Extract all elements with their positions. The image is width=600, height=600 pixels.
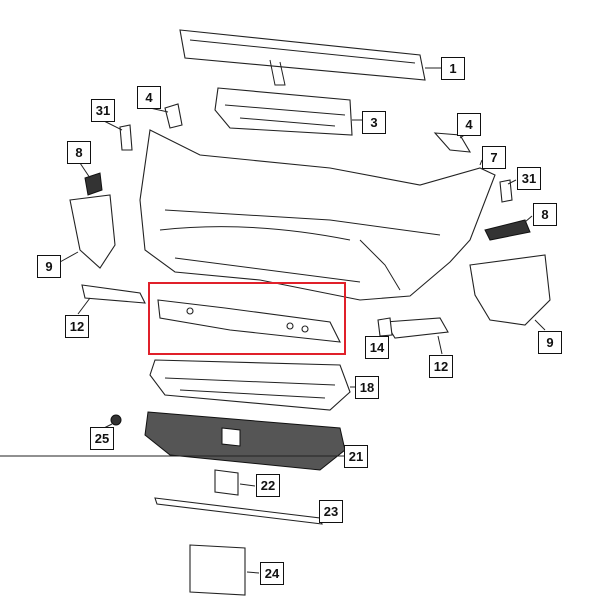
part-12-molding-left: [81, 284, 146, 304]
part-23-strip: [154, 497, 323, 525]
callout-9: 9: [538, 331, 562, 354]
part-8-grille-left: [84, 172, 103, 196]
callout-31: 31: [91, 99, 115, 122]
callout-21: 21: [344, 445, 368, 468]
part-4-bracket-left: [164, 103, 183, 129]
callout-12: 12: [429, 355, 453, 378]
callout-7: 7: [482, 146, 506, 169]
part-24-plate-bracket: [189, 544, 246, 596]
part-3-absorber: [214, 87, 353, 136]
part-8-grille-right: [484, 219, 531, 241]
part-31-clip-left: [119, 124, 133, 151]
highlighted-part-molding: [157, 299, 341, 343]
part-12-molding-right: [384, 317, 449, 339]
part-18-carrier: [149, 359, 351, 411]
part-21-grille: [144, 411, 346, 471]
callout-14: 14: [365, 336, 389, 359]
part-1-reinforcement: [179, 29, 426, 81]
callout-8: 8: [67, 141, 91, 164]
callout-24: 24: [260, 562, 284, 585]
callout-22: 22: [256, 474, 280, 497]
callout-8: 8: [533, 203, 557, 226]
callout-9: 9: [37, 255, 61, 278]
callout-3: 3: [362, 111, 386, 134]
callout-12: 12: [65, 315, 89, 338]
callout-31: 31: [517, 167, 541, 190]
part-22-cover: [214, 469, 239, 496]
part-7-fascia: [139, 129, 496, 301]
highlight-box: [148, 282, 346, 355]
part-25-clip: [110, 414, 122, 426]
callout-4: 4: [457, 113, 481, 136]
callout-25: 25: [90, 427, 114, 450]
part-9-bezel-right: [469, 254, 551, 326]
callout-23: 23: [319, 500, 343, 523]
part-31-clip-right: [499, 179, 513, 203]
callout-4: 4: [137, 86, 161, 109]
part-9-bezel-left: [69, 194, 116, 269]
callout-18: 18: [355, 376, 379, 399]
part-14-bracket: [377, 317, 393, 337]
callout-1: 1: [441, 57, 465, 80]
